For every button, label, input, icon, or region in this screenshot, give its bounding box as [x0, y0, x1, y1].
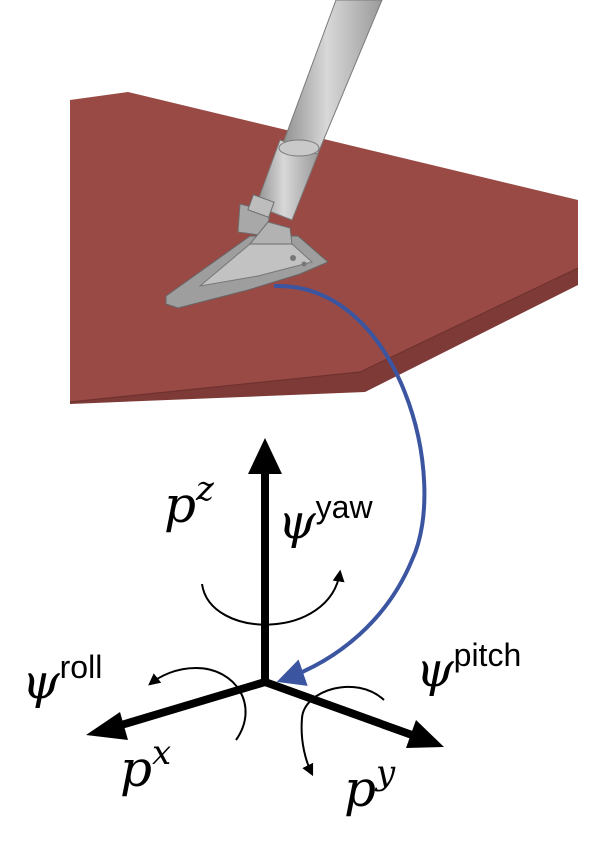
foot-bolt — [290, 255, 296, 261]
foot-bolt — [301, 261, 307, 267]
foot-top — [198, 243, 314, 287]
curved-mapping-arrow — [273, 283, 427, 686]
y-axis-head — [406, 720, 444, 748]
ankle-clip — [247, 194, 275, 218]
plate-edge — [70, 268, 578, 404]
leg-upper-shaft — [281, 0, 383, 159]
plate-top — [70, 92, 578, 402]
label-px: px — [120, 733, 171, 798]
roll-rotation-arrow — [148, 666, 247, 741]
label-py: py — [344, 753, 396, 818]
label-yaw: ψyaw — [278, 489, 373, 550]
label-pitch: ψpitch — [416, 637, 521, 698]
leg-joint-ring — [278, 139, 320, 157]
label-pz: pz — [164, 469, 215, 534]
y-axis — [263, 678, 414, 739]
plate-edge-line — [359, 267, 579, 373]
robot-leg-foot-render — [165, 0, 383, 309]
label-roll: ψroll — [22, 649, 102, 710]
plate-render — [69, 92, 579, 404]
yaw-rotation-arrow — [201, 569, 345, 626]
plate-edge-line — [69, 371, 361, 403]
x-axis-head — [86, 712, 128, 740]
z-axis-head — [248, 438, 282, 474]
pitch-rotation-arrow — [300, 685, 385, 777]
foot-support — [248, 221, 293, 245]
x-axis — [116, 678, 267, 730]
coordinate-frame — [86, 438, 444, 777]
